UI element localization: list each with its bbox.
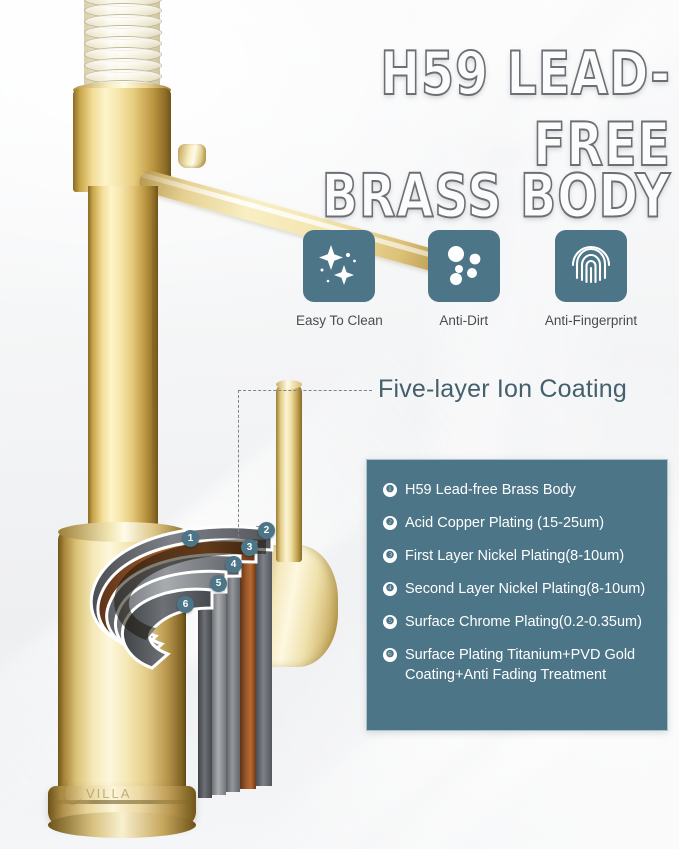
panel-item-number: ❸ [383,549,397,563]
leader-line-vertical [238,390,239,537]
feature-anti-dirt: Anti-Dirt [427,230,500,328]
callout-badge-2: 2 [258,522,275,539]
panel-item-text: Surface Plating Titanium+PVD Gold Coatin… [405,647,636,683]
feature-tile [427,230,500,302]
faucet-column [88,186,158,526]
panel-item-number: ❺ [383,615,397,629]
feature-label: Anti-Dirt [439,313,489,328]
panel-list-item: ❷ Acid Copper Plating (15-25um) [383,513,657,533]
panel-item-number: ❷ [383,516,397,530]
feature-tile [303,230,376,302]
headline-line-2: BRASS BODY [321,161,671,232]
dots-icon [442,242,486,291]
spring-hose [84,0,162,102]
coating-title: Five-layer Ion Coating [378,375,627,403]
panel-list-item: ❻ Surface Plating Titanium+PVD Gold Coat… [383,645,657,685]
callout-badge-3: 3 [241,539,258,556]
feature-easy-to-clean: Easy To Clean [296,230,383,328]
panel-item-number: ❻ [383,648,397,662]
feature-anti-fingerprint: Anti-Fingerprint [545,230,637,328]
handle-lever [276,384,302,562]
callout-badge-5: 5 [210,575,227,592]
brand-mark: VILLA [59,776,182,810]
feature-label: Anti-Fingerprint [544,313,638,328]
spout-pivot-knob [178,144,206,168]
leader-line-horizontal [238,390,372,391]
feature-label: Easy To Clean [296,313,383,328]
coating-layer-cutaway [60,520,310,810]
panel-item-number: ❶ [383,483,397,497]
handle-base [262,545,338,667]
panel-list-item: ❹ Second Layer Nickel Plating(8-10um) [383,579,657,599]
sparkles-icon [314,239,364,294]
handle-lever-cap [276,380,302,389]
panel-item-text: H59 Lead-free Brass Body [405,482,576,498]
panel-item-text: Second Layer Nickel Plating(8-10um) [405,581,646,597]
feature-tile [554,230,627,302]
brand-name: VILLA [86,785,132,801]
column-seam [152,186,155,506]
headline-line-1: H59 LEAD-FREE [379,38,671,180]
panel-item-text: First Layer Nickel Plating(8-10um) [405,548,625,564]
panel-list-item: ❺ Surface Chrome Plating(0.2-0.35um) [383,612,657,632]
panel-item-text: Acid Copper Plating (15-25um) [405,515,605,531]
panel-list-item: ❶ H59 Lead-free Brass Body [383,480,657,500]
callout-badge-4: 4 [225,556,242,573]
faucet-base-ellipse [48,812,196,838]
coating-layers-panel: ❶ H59 Lead-free Brass Body ❷ Acid Copper… [366,459,668,731]
feature-row: Easy To Clean Anti-Dirt [296,230,637,328]
callout-badge-6: 6 [177,596,194,613]
panel-item-number: ❹ [383,582,397,596]
panel-item-text: Surface Chrome Plating(0.2-0.35um) [405,614,642,630]
headline: H59 LEAD-FREE BRASS BODY [243,38,671,232]
panel-list-item: ❸ First Layer Nickel Plating(8-10um) [383,546,657,566]
base-ring-line [52,800,192,804]
callout-badge-1: 1 [182,530,199,547]
fingerprint-icon [568,239,614,294]
